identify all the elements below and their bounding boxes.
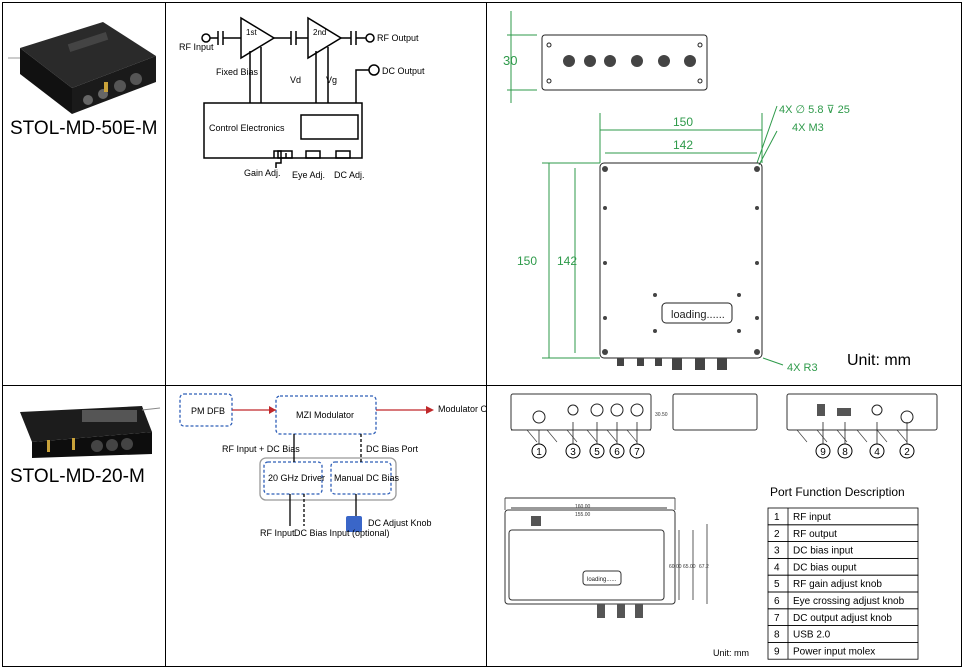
block-diagram-20: PM DFB MZI Modulator Modulator Output RF… bbox=[179, 393, 486, 538]
port-table: 1 RF input 2 RF output 3 DC bias input 4 DC bia… bbox=[767, 507, 919, 660]
port-description: RF gain adjust knob bbox=[793, 579, 882, 590]
callout-number: 7 bbox=[634, 447, 640, 458]
manual-dc-label: Manual DC Bias bbox=[334, 473, 400, 483]
port-table-row bbox=[767, 625, 919, 643]
rf-input-label: RF Input bbox=[179, 42, 214, 52]
mechanical-drawing-20: 1 3 5 6 7 9 8 4 2 160.00 155.00 60.00 65.00 67.2… bbox=[504, 393, 938, 660]
block-diagram-50e: RF Input 1st 2nd RF Output DC Output Fix… bbox=[179, 16, 425, 180]
fixed-bias-label: Fixed Bias bbox=[216, 67, 259, 77]
port-description: DC output adjust knob bbox=[793, 613, 892, 624]
port-description: Eye crossing adjust knob bbox=[793, 596, 905, 607]
dim-side: 30.50 bbox=[655, 412, 668, 418]
callout-circle bbox=[815, 443, 831, 459]
callout-number: 5 bbox=[594, 447, 600, 458]
port-description: RF output bbox=[793, 529, 837, 540]
dc-adj-label: DC Adj. bbox=[334, 170, 365, 180]
pm-dfb-label: PM DFB bbox=[191, 406, 225, 416]
callout-number: 1 bbox=[536, 447, 542, 458]
driver-label: 20 GHz Driver bbox=[268, 473, 325, 483]
port-number: 7 bbox=[774, 613, 780, 624]
mechanical-drawing-50e: 30 150 142 150 142 4X ∅ 5.8 ⊽ 25 4X M3 4… bbox=[503, 11, 911, 374]
callout-circle bbox=[531, 443, 547, 459]
dc-bias-port-label: DC Bias Port bbox=[366, 444, 419, 454]
radius-note: 4X R3 bbox=[787, 362, 818, 374]
device-label: loading...... bbox=[671, 309, 725, 321]
dim-160: 160.00 bbox=[575, 504, 591, 510]
port-description: USB 2.0 bbox=[793, 630, 831, 641]
dim-60: 60.00 bbox=[669, 564, 682, 570]
control-label: Control Electronics bbox=[209, 123, 285, 133]
device-label: loading...... bbox=[587, 577, 617, 583]
dim-142-side: 142 bbox=[557, 254, 577, 268]
thread-note: 4X M3 bbox=[792, 122, 824, 134]
dc-output-label: DC Output bbox=[382, 66, 425, 76]
mod-output-label: Modulator Output bbox=[438, 404, 486, 414]
dc-bias-input-label: DC Bias Input (optional) bbox=[294, 528, 390, 538]
gain-adj-label: Gain Adj. bbox=[244, 168, 281, 178]
port-number: 8 bbox=[774, 630, 780, 641]
port-number: 9 bbox=[774, 646, 780, 657]
callout-circle bbox=[589, 443, 605, 459]
port-table-row bbox=[767, 507, 919, 526]
callout-number: 3 bbox=[570, 447, 576, 458]
port-description: Power input molex bbox=[793, 646, 875, 657]
vg-label: Vg bbox=[326, 75, 337, 85]
callout-number: 2 bbox=[904, 447, 910, 458]
knob-icon bbox=[346, 516, 362, 532]
port-table-row bbox=[767, 524, 919, 543]
mzi-label: MZI Modulator bbox=[296, 410, 354, 420]
rf-dc-bias-label: RF Input + DC Bias bbox=[222, 444, 300, 454]
amp1-label: 1st bbox=[246, 28, 257, 37]
port-table-row bbox=[767, 641, 919, 660]
callout-number: 9 bbox=[820, 447, 826, 458]
dc-knob-label: DC Adjust Knob bbox=[368, 518, 432, 528]
port-description: RF input bbox=[793, 512, 831, 523]
dim-142-top: 142 bbox=[673, 138, 693, 152]
callout-number: 6 bbox=[614, 447, 620, 458]
model-name: STOL-MD-20-M bbox=[10, 466, 145, 487]
port-table-title: Port Function Description bbox=[770, 485, 905, 499]
dim-155: 155.00 bbox=[575, 512, 591, 518]
callout-circle bbox=[629, 443, 645, 459]
port-description: DC bias input bbox=[793, 546, 853, 557]
rf-output-label: RF Output bbox=[377, 33, 419, 43]
rf-input-label: RF Input bbox=[260, 528, 295, 538]
dim-30: 30 bbox=[503, 53, 517, 68]
dim-65: 65.00 bbox=[683, 564, 696, 570]
row-divider bbox=[2, 385, 962, 386]
column-divider bbox=[165, 2, 166, 667]
callout-group: 1 3 5 6 7 9 8 4 2 bbox=[531, 443, 915, 459]
model-name: STOL-MD-50E-M bbox=[10, 118, 158, 139]
port-number: 2 bbox=[774, 529, 780, 540]
dim-150-side: 150 bbox=[517, 254, 537, 268]
product-photo-50e bbox=[8, 22, 156, 114]
column-divider bbox=[486, 2, 487, 667]
callout-number: 4 bbox=[874, 447, 880, 458]
eye-adj-label: Eye Adj. bbox=[292, 170, 325, 180]
unit-label: Unit: mm bbox=[713, 648, 749, 658]
dim-67: 67.2 bbox=[699, 564, 709, 570]
dim-150-top: 150 bbox=[673, 115, 693, 129]
port-number: 6 bbox=[774, 596, 780, 607]
hole-note: 4X ∅ 5.8 ⊽ 25 bbox=[779, 104, 850, 116]
callout-number: 8 bbox=[842, 447, 848, 458]
callout-circle bbox=[565, 443, 581, 459]
port-number: 1 bbox=[774, 512, 780, 523]
unit-label: Unit: mm bbox=[847, 352, 911, 369]
port-number: 4 bbox=[774, 562, 780, 573]
product-photo-20 bbox=[20, 406, 161, 458]
callout-circle bbox=[899, 443, 915, 459]
callout-circle bbox=[837, 443, 853, 459]
port-number: 5 bbox=[774, 579, 780, 590]
port-number: 3 bbox=[774, 546, 780, 557]
port-description: DC bias ouput bbox=[793, 562, 857, 573]
callout-circle bbox=[869, 443, 885, 459]
callout-circle bbox=[609, 443, 625, 459]
amp2-label: 2nd bbox=[313, 28, 326, 37]
vd-label: Vd bbox=[290, 75, 301, 85]
